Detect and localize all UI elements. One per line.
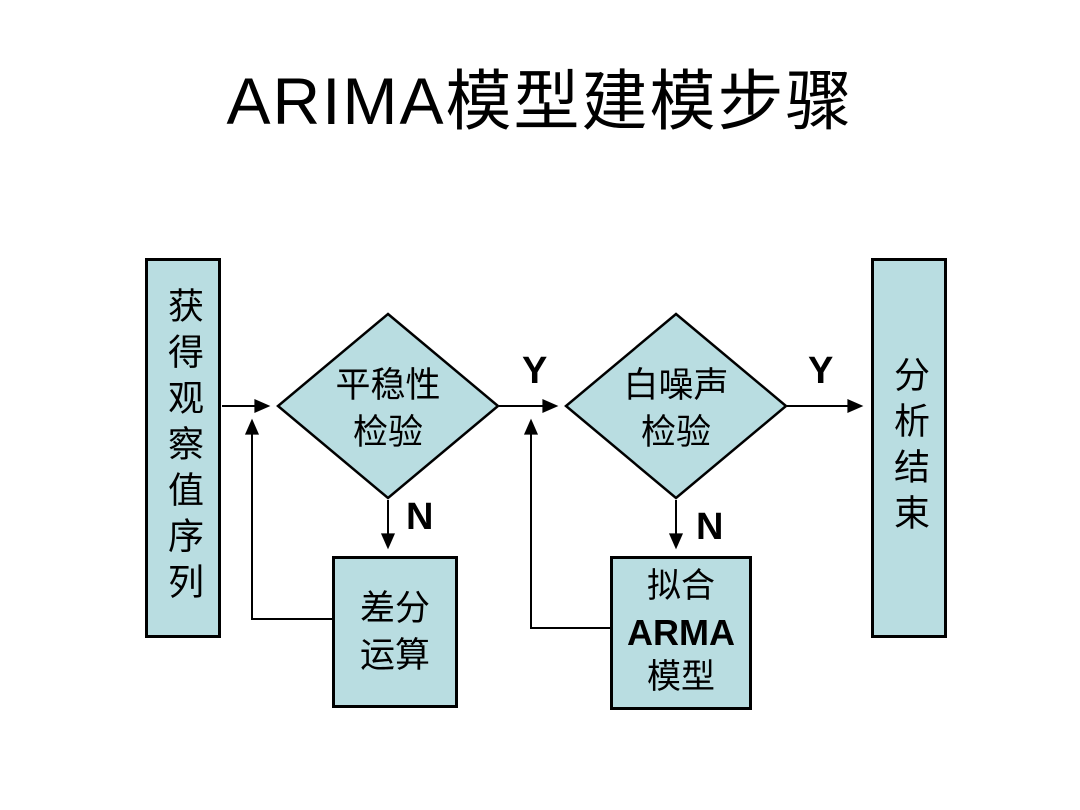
stationarity-test-diamond [276,312,500,500]
white-noise-test-line1: 白噪声 [623,366,729,405]
difference-operation-line2: 运算 [359,636,430,675]
fit-arma-line1: 拟合 [647,568,715,606]
node-obtain-series-label: 获得观察值序列 [163,287,203,609]
node-fit-arma-model: 拟合 ARMA 模型 [610,556,752,710]
feedback-difference-to-stationarity [244,418,332,620]
node-white-noise-test-label: 白噪声 检验 [576,362,776,457]
label-stationarity-no: N [406,496,434,538]
node-analysis-end-label: 分析结束 [889,356,929,540]
white-noise-test-diamond [564,312,788,500]
fit-arma-line3: 模型 [647,659,715,697]
white-noise-test-line2: 检验 [640,413,711,453]
feedback-arma-to-whitenoise [523,418,610,629]
stationarity-test-line2: 检验 [352,413,423,453]
label-white-noise-no: N [696,506,724,548]
node-obtain-series: 获得观察值序列 [145,258,221,638]
node-stationarity-test-label: 平稳性 检验 [288,362,488,457]
difference-operation-line1: 差分 [359,588,430,628]
node-difference-operation: 差分 运算 [332,556,458,708]
node-analysis-end: 分析结束 [871,258,947,638]
label-stationarity-yes: Y [522,350,548,392]
page-title: ARIMA模型建模步骤 [226,64,854,138]
stationarity-test-line1: 平稳性 [335,366,441,405]
label-white-noise-yes: Y [808,350,834,392]
fit-arma-line2: ARMA [627,611,735,653]
